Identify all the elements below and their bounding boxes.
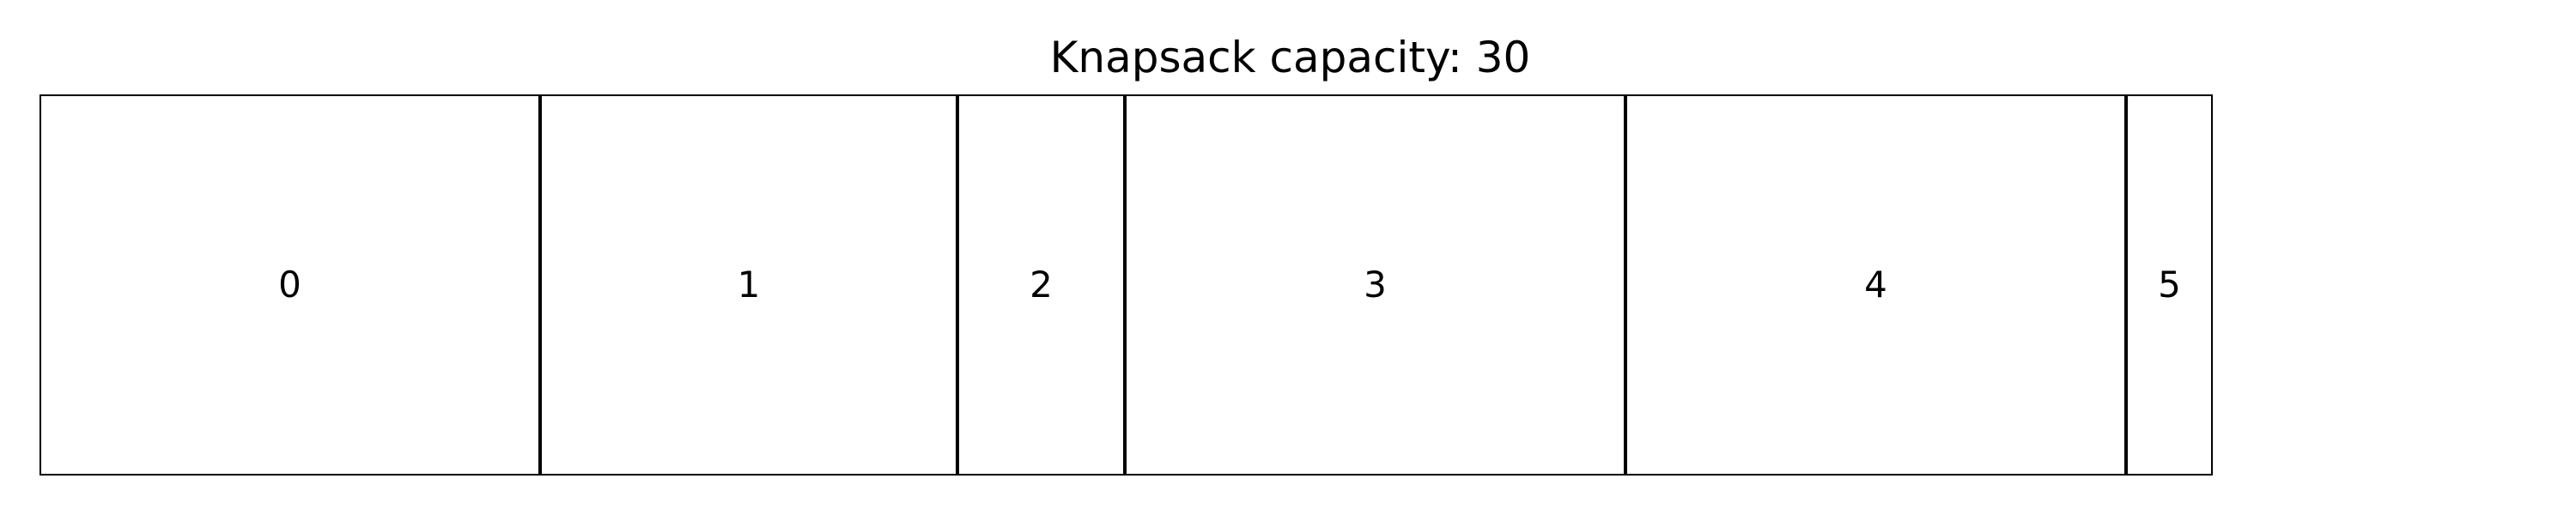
knapsack-item-label: 0 (278, 264, 301, 306)
knapsack-container: 0 1 2 3 4 5 (39, 94, 2213, 476)
diagram-title: Knapsack capacity: 30 (1049, 33, 1531, 82)
knapsack-item-label: 1 (737, 264, 761, 306)
knapsack-item-1: 1 (542, 96, 959, 474)
knapsack-item-label: 4 (1864, 264, 1887, 306)
knapsack-item-3: 3 (1127, 96, 1627, 474)
knapsack-item-label: 3 (1364, 264, 1387, 306)
knapsack-item-0: 0 (41, 96, 542, 474)
knapsack-item-4: 4 (1627, 96, 2128, 474)
knapsack-item-label: 5 (2158, 264, 2181, 306)
knapsack-item-2: 2 (959, 96, 1127, 474)
knapsack-item-5: 5 (2128, 96, 2211, 474)
knapsack-item-label: 2 (1030, 264, 1053, 306)
